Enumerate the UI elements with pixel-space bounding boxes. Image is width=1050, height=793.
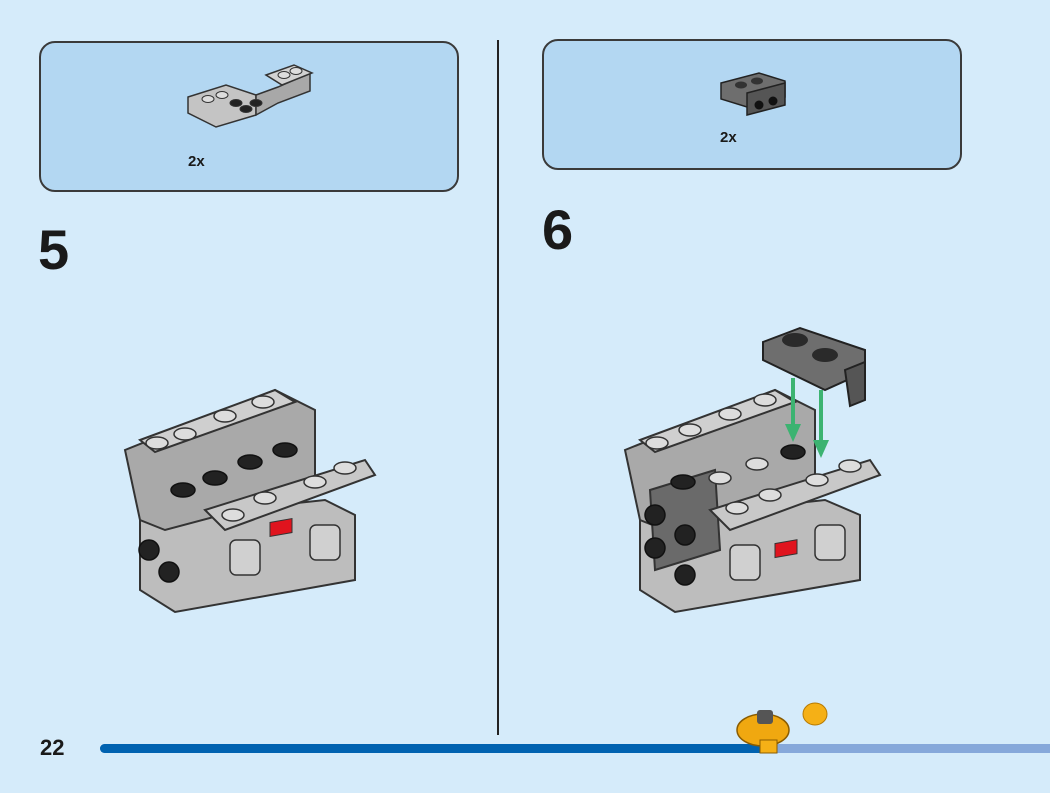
progress-bar-fill [100,744,775,753]
step-6-model-illustration [623,326,882,614]
bracket-plate-icon [720,72,786,116]
turtle-mascot-icon [736,702,828,754]
parts-callout-step-5: 2x [39,41,459,192]
part-quantity: 2x [188,153,205,170]
parts-callout-step-6: 2x [542,39,962,170]
step-number: 6 [542,198,574,261]
green-arrow-icon [785,378,829,458]
page-number: 22 [40,735,65,760]
step-number: 5 [38,218,70,281]
progress-bar [100,744,1050,753]
step-divider [497,40,499,735]
step-5-model-illustration [123,388,377,614]
part-quantity: 2x [720,129,737,146]
inverted-slope-brick-icon [187,64,314,128]
